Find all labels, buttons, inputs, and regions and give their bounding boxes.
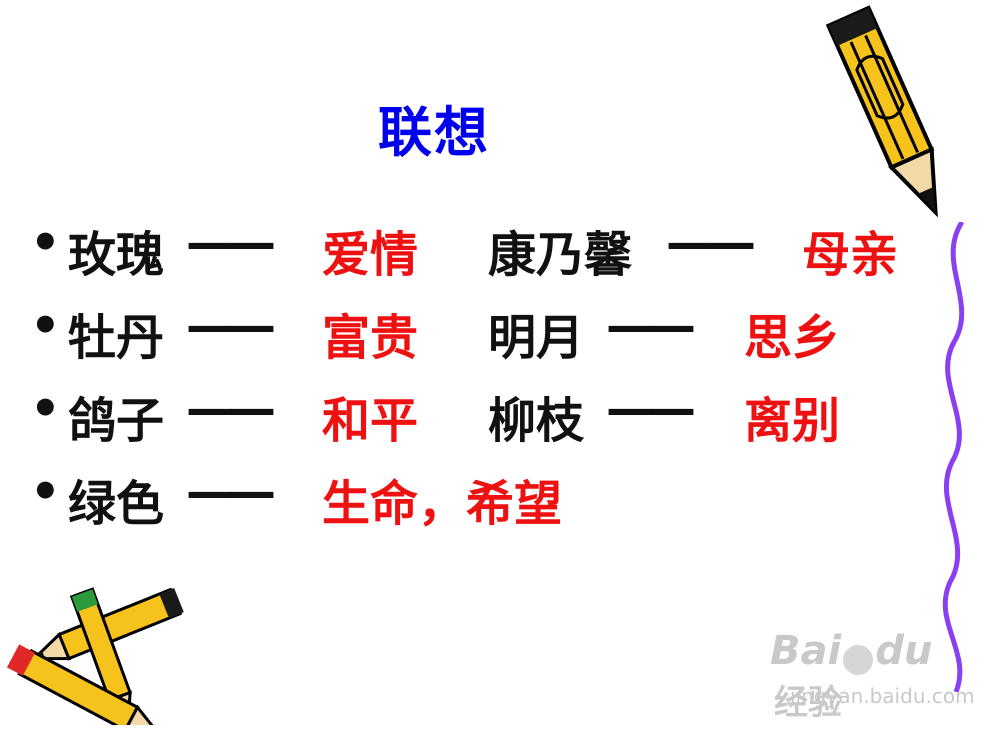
left-association: 爱情: [322, 227, 419, 283]
left-association: 生命，希望: [322, 476, 563, 532]
slide-title: 联想: [378, 101, 490, 164]
dash: ——: [186, 381, 276, 437]
dash: ——: [606, 298, 696, 354]
right-term: 明月: [488, 310, 585, 366]
left-term: 绿色: [68, 476, 165, 532]
dash: ——: [666, 215, 756, 271]
association-row-2: • 牡丹 —— 富贵 明月 —— 思乡: [30, 298, 930, 370]
dash: ——: [186, 298, 276, 354]
association-row-3: • 鸽子 —— 和平 柳枝 —— 离别: [30, 381, 930, 453]
left-association: 和平: [322, 393, 419, 449]
bullet: •: [30, 464, 61, 520]
wavy-border: [942, 222, 965, 692]
dash: ——: [186, 215, 276, 271]
pencil-icon: [825, 5, 938, 218]
watermark-brand-2: du: [875, 628, 933, 674]
bullet: •: [30, 215, 61, 271]
left-association: 富贵: [322, 310, 419, 366]
dash: ——: [606, 381, 696, 437]
right-term: 康乃馨: [488, 227, 633, 283]
watermark-brand: Bai: [770, 628, 842, 674]
bullet: •: [30, 298, 61, 354]
paw-icon: [843, 644, 874, 675]
right-term: 柳枝: [488, 393, 585, 449]
right-association: 思乡: [744, 310, 841, 366]
association-row-4: • 绿色 —— 生命，希望: [30, 464, 730, 536]
association-row-1: • 玫瑰 —— 爱情 康乃馨 —— 母亲: [30, 215, 970, 287]
crossed-pencils-icon: [6, 587, 184, 725]
dash: ——: [186, 464, 276, 520]
bullet: •: [30, 381, 61, 437]
left-term: 鸽子: [68, 393, 165, 449]
watermark-url: jingyan.baidu.com: [790, 684, 975, 708]
right-association: 离别: [744, 393, 841, 449]
left-term: 玫瑰: [68, 227, 165, 283]
left-term: 牡丹: [68, 310, 165, 366]
right-association: 母亲: [802, 227, 899, 283]
watermark-suffix: 经验: [774, 682, 842, 723]
